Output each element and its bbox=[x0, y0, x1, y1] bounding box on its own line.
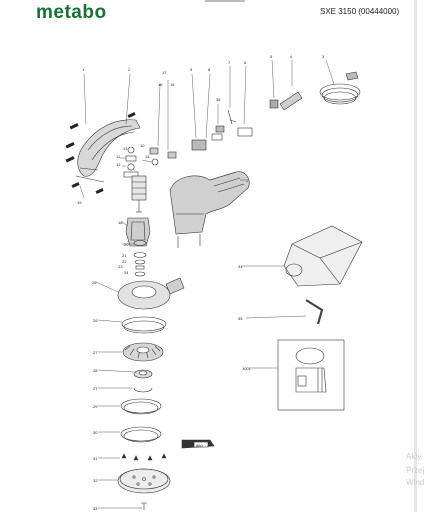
part-label: 26 bbox=[93, 318, 98, 323]
part-label: 24 bbox=[124, 270, 129, 275]
part-label: 22 bbox=[122, 259, 127, 264]
center-screw-part bbox=[141, 502, 147, 510]
grease-tube bbox=[181, 439, 215, 449]
part-label: 19 bbox=[77, 200, 82, 205]
part-label: 12 bbox=[116, 162, 121, 167]
part-label: 11 bbox=[116, 154, 121, 159]
part-label: 16 bbox=[158, 82, 163, 87]
armature-part bbox=[131, 175, 147, 213]
dust-box-part bbox=[283, 225, 363, 287]
scrollbar-edge[interactable] bbox=[414, 0, 417, 512]
part-number-labels: 1 2 17 9 8 7 36 6 5 4 3 16 15 13 11 12 1… bbox=[77, 54, 325, 511]
part-label: 2 bbox=[128, 67, 131, 72]
part-label: 1001 bbox=[242, 366, 252, 371]
watermark-line-3: Wind bbox=[406, 478, 425, 487]
part-label: 18 bbox=[118, 220, 123, 225]
pad-screws bbox=[121, 453, 167, 461]
part-label: 34 bbox=[238, 264, 243, 269]
housing-shell-part bbox=[75, 119, 141, 183]
part-label: 9 bbox=[190, 67, 193, 72]
brand-logo: metabo bbox=[36, 2, 107, 23]
top-tab-marker bbox=[205, 0, 245, 2]
sanding-pad-part bbox=[117, 468, 171, 494]
part-label: 3 bbox=[322, 54, 325, 59]
ring-part-26 bbox=[121, 316, 167, 334]
part-label: 20 bbox=[124, 242, 129, 247]
part-label: 8 bbox=[208, 67, 211, 72]
part-label: 31 bbox=[93, 456, 98, 461]
part-label: 7 bbox=[228, 60, 231, 65]
circlip-part bbox=[133, 387, 153, 393]
base-housing-part bbox=[117, 277, 185, 310]
part-label: 28 bbox=[93, 368, 98, 373]
part-label: 13 bbox=[123, 146, 128, 151]
motor-housing-part bbox=[169, 171, 250, 248]
stator-part bbox=[125, 217, 151, 247]
washer-stack bbox=[133, 240, 147, 277]
small-parts-cluster bbox=[123, 146, 177, 178]
model-title: SXE 3150 (00444000) bbox=[320, 7, 400, 16]
ring-part-30 bbox=[120, 426, 162, 443]
part-label: 10 bbox=[140, 143, 145, 148]
watermark-line-2: Przej bbox=[406, 466, 425, 475]
part-label: 30 bbox=[93, 430, 98, 435]
part-label: 15 bbox=[170, 82, 175, 87]
leader-lines bbox=[79, 59, 335, 509]
hex-key-part bbox=[305, 299, 324, 325]
part-label: 35 bbox=[238, 316, 243, 321]
part-label: 4 bbox=[290, 54, 293, 59]
watermark-line-1: Akty bbox=[406, 452, 422, 461]
part-label: 29 bbox=[93, 404, 98, 409]
fan-part bbox=[122, 342, 164, 362]
part-label: 36 bbox=[216, 97, 221, 102]
part-label: 21 bbox=[122, 253, 127, 258]
detail-box-1001 bbox=[277, 339, 345, 411]
tube-label: 880 bbox=[196, 443, 203, 448]
switch-parts-cluster bbox=[191, 109, 253, 151]
part-label: 17 bbox=[162, 70, 167, 75]
part-label: 27 bbox=[93, 350, 98, 355]
part-label: 1 bbox=[82, 67, 85, 72]
cable-assembly bbox=[269, 71, 361, 111]
housing-screws bbox=[65, 112, 136, 195]
part-label: 25 bbox=[92, 280, 97, 285]
part-label: 27 bbox=[93, 386, 98, 391]
part-label: 14 bbox=[145, 154, 150, 159]
bearing-part bbox=[133, 369, 153, 379]
part-label: 6 bbox=[244, 60, 247, 65]
part-label: 5 bbox=[270, 54, 273, 59]
part-label: 32 bbox=[93, 478, 98, 483]
part-label: 33 bbox=[93, 506, 98, 511]
part-label: 23 bbox=[118, 264, 123, 269]
ring-part-29 bbox=[120, 398, 162, 415]
part-label: 2 bbox=[246, 178, 249, 183]
